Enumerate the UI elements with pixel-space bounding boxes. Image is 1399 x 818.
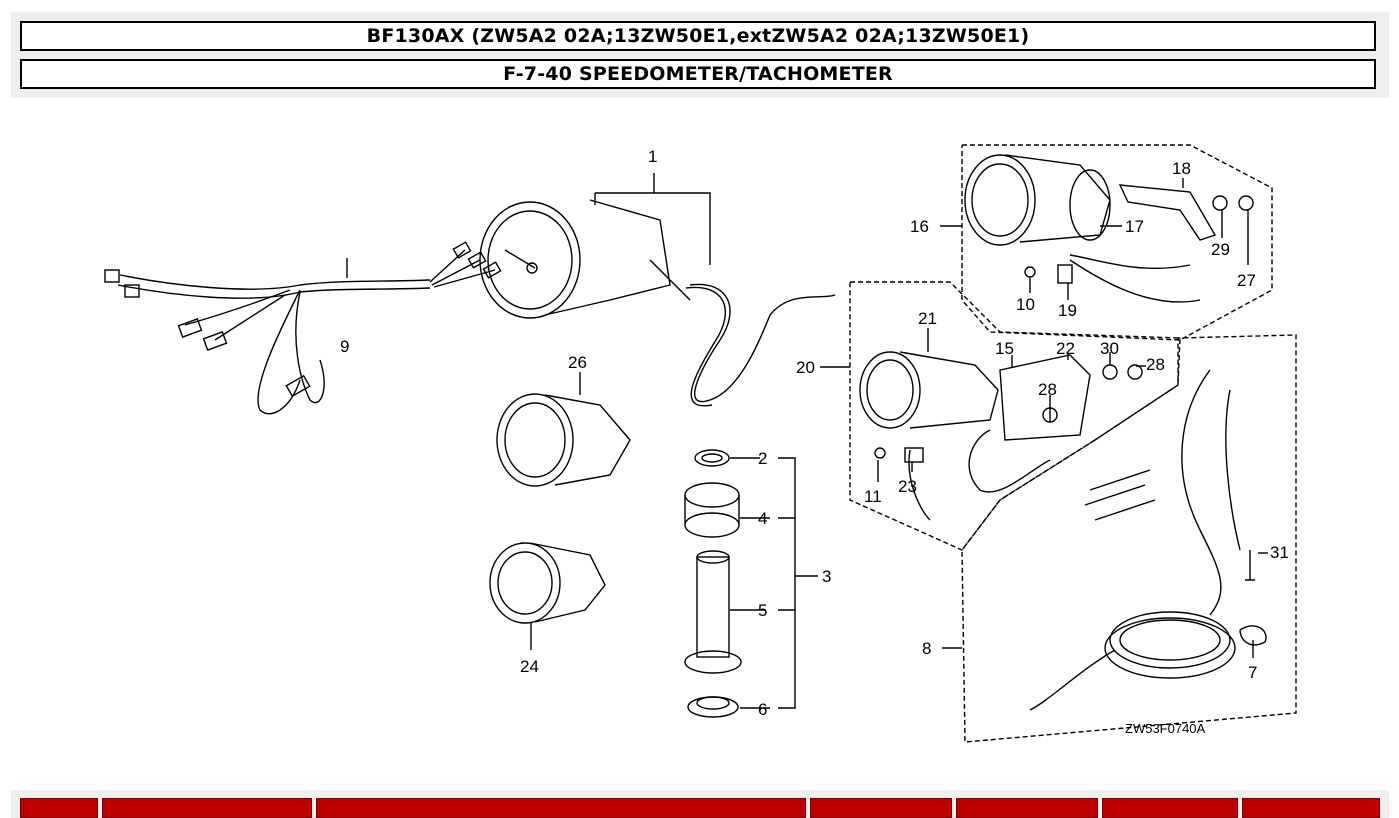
callout-19: 19 — [1058, 301, 1077, 320]
callout-21: 21 — [918, 309, 937, 328]
part-1-gauge — [479, 173, 836, 407]
part-9-harness — [104, 241, 502, 415]
callout-20: 20 — [796, 358, 815, 377]
part-8-harness-kit — [961, 334, 1297, 743]
header-panel: BF130AX (ZW5A2 02A;13ZW50E1,extZW5A2 02A… — [11, 12, 1389, 98]
callout-11: 11 — [864, 487, 882, 506]
part-16-gauge — [940, 154, 1254, 303]
section-title: F-7-40 SPEEDOMETER/TACHOMETER — [20, 59, 1376, 89]
callout-18: 18 — [1172, 159, 1191, 178]
callout-31: 31 — [1270, 543, 1289, 562]
callout-1: 1 — [648, 147, 657, 166]
callout-24: 24 — [520, 657, 539, 676]
part-3-assembly — [684, 449, 818, 718]
callout-27: 27 — [1237, 271, 1256, 290]
callout-3: 3 — [822, 567, 831, 586]
callout-5: 5 — [758, 601, 767, 620]
callout-16: 16 — [910, 217, 929, 236]
callout-30: 30 — [1100, 339, 1119, 358]
callout-8: 8 — [922, 639, 931, 658]
callout-7: 7 — [1248, 663, 1257, 682]
table-header-cell — [1242, 798, 1380, 818]
table-header-cell — [316, 798, 806, 818]
callout-29: 29 — [1211, 240, 1230, 259]
parts-diagram[interactable]: 1 2 3 4 5 6 7 8 9 10 11 15 16 17 18 19 2… — [0, 110, 1399, 760]
table-header-cell — [20, 798, 98, 818]
table-header-cell — [956, 798, 1098, 818]
callout-23: 23 — [898, 477, 917, 496]
callout-28a: 28 — [1038, 380, 1057, 399]
part-16-kit — [961, 144, 1273, 341]
callout-10: 10 — [1016, 295, 1035, 314]
callout-22: 22 — [1056, 339, 1075, 358]
callout-labels: 1 2 3 4 5 6 7 8 9 10 11 15 16 17 18 19 2… — [340, 147, 1289, 736]
model-title: BF130AX (ZW5A2 02A;13ZW50E1,extZW5A2 02A… — [20, 21, 1376, 51]
table-header-cell — [810, 798, 952, 818]
callout-17: 17 — [1125, 217, 1144, 236]
part-8-harness — [942, 369, 1268, 711]
diagram-code: ZW53F0740A — [1125, 721, 1206, 736]
callout-15: 15 — [995, 339, 1014, 358]
part-24-gauge — [489, 542, 606, 650]
callout-6: 6 — [758, 700, 767, 719]
callout-28b: 28 — [1146, 355, 1165, 374]
parts-table-header — [11, 790, 1389, 818]
callout-9: 9 — [340, 337, 349, 356]
table-header-cell — [1102, 798, 1238, 818]
part-20-gauge — [820, 328, 1146, 521]
callout-4: 4 — [758, 509, 767, 528]
callout-2: 2 — [758, 449, 767, 468]
table-header-cell — [102, 798, 312, 818]
part-26-gauge — [496, 372, 631, 487]
callout-26: 26 — [568, 353, 587, 372]
